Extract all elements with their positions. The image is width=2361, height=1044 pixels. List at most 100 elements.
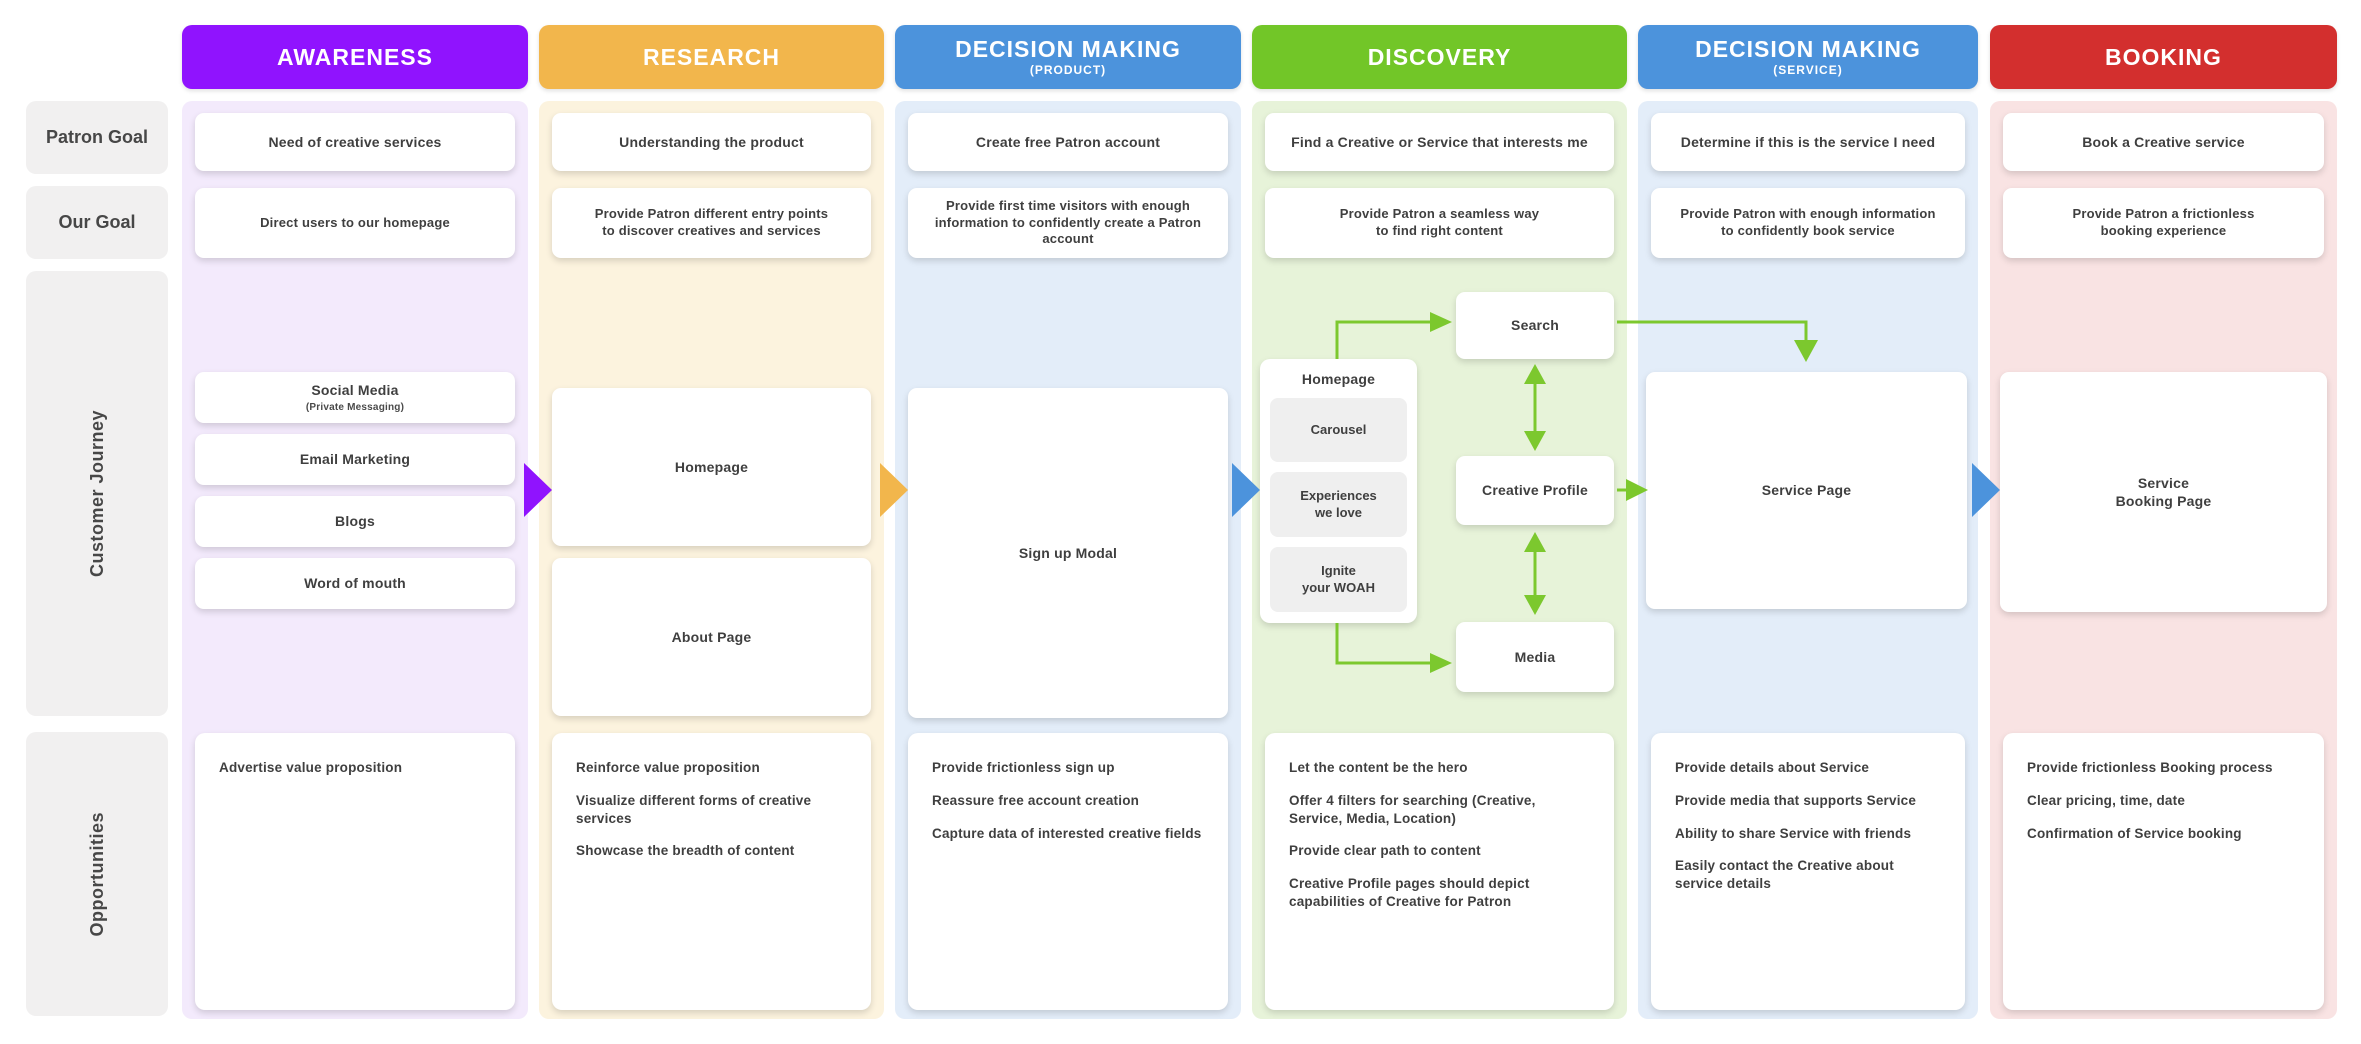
column-header-decision-making-service: DECISION MAKING (SERVICE) [1638, 25, 1978, 89]
column-booking: BOOKING Book a Creative service Provide … [1990, 0, 2337, 1044]
card-text: Creative Profile [1482, 482, 1588, 499]
card-subtext: (Private Messaging) [305, 401, 405, 413]
card-text: Ignite your WOAH [1302, 563, 1375, 595]
card-text: Provide Patron a seamless way to find ri… [1339, 206, 1540, 238]
opportunity-item: Showcase the breadth of content [576, 843, 795, 859]
column-header-discovery: DISCOVERY [1252, 25, 1627, 89]
column-title: RESEARCH [642, 43, 781, 70]
row-label-patron-goal: Patron Goal [26, 101, 168, 174]
card-text: Provide Patron with enough information t… [1680, 206, 1936, 238]
card-text: Carousel [1310, 421, 1367, 437]
card-text: Media [1514, 648, 1556, 665]
card-text: Understanding the product [619, 133, 804, 150]
row-label-text: Customer Journey [86, 409, 107, 578]
card-text: About Page [671, 628, 752, 645]
homepage-group-label: Homepage [1301, 371, 1376, 387]
column-title: DECISION MAKING [955, 35, 1181, 62]
card-text: Create free Patron account [975, 133, 1161, 150]
opportunity-item: Provide media that supports Service [1675, 792, 1917, 808]
column-header-booking: BOOKING [1990, 25, 2337, 89]
opportunities-card: Provide frictionless Booking process Cle… [2003, 733, 2324, 1010]
our-goal-card: Direct users to our homepage [195, 188, 515, 258]
opportunity-item: Reassure free account creation [932, 792, 1140, 808]
column-subtitle: (SERVICE) [1773, 63, 1843, 78]
card-text: Homepage [674, 458, 749, 475]
journey-node-homepage-group: Homepage Carousel Experiences we love Ig… [1260, 359, 1417, 623]
column-decision-making-service: DECISION MAKING (SERVICE) Determine if t… [1638, 0, 1978, 1044]
column-header-decision-making-product: DECISION MAKING (PRODUCT) [895, 25, 1241, 89]
opportunity-item: Provide frictionless Booking process [2027, 760, 2273, 775]
opportunity-item: Provide clear path to content [1289, 843, 1481, 859]
column-research: RESEARCH Understanding the product Provi… [539, 0, 884, 1044]
card-text: Experiences we love [1300, 488, 1377, 520]
opportunities-card: Reinforce value proposition Visualize di… [552, 733, 871, 1010]
card-text: Direct users to our homepage [260, 214, 450, 230]
our-goal-card: Provide Patron a frictionless booking ex… [2003, 188, 2324, 258]
opportunity-item: Advertise value proposition [219, 760, 403, 775]
opportunities-card: Let the content be the hero Offer 4 filt… [1265, 733, 1614, 1010]
our-goal-card: Provide Patron with enough information t… [1651, 188, 1965, 258]
card-text: Book a Creative service [2082, 133, 2245, 150]
row-label-text: Patron Goal [45, 127, 148, 147]
journey-card-email-marketing: Email Marketing [195, 434, 515, 485]
opportunity-item: Ability to share Service with friends [1675, 825, 1912, 841]
journey-node-search: Search [1456, 292, 1614, 359]
column-subtitle: (PRODUCT) [1029, 63, 1107, 78]
card-text: Sign up Modal [1018, 544, 1118, 561]
row-label-customer-journey: Customer Journey [26, 271, 168, 716]
patron-goal-card: Understanding the product [552, 113, 871, 171]
opportunity-item: Reinforce value proposition [576, 760, 760, 775]
column-header-awareness: AWARENESS [182, 25, 528, 89]
card-text: Service Page [1761, 482, 1852, 499]
opportunity-item: Confirmation of Service booking [2027, 825, 2242, 841]
opportunity-item: Capture data of interested creative fiel… [932, 825, 1202, 841]
row-label-text: Opportunities [86, 811, 107, 937]
journey-node-media: Media [1456, 622, 1614, 692]
our-goal-card: Provide first time visitors with enough … [908, 188, 1228, 258]
opportunities-card: Provide frictionless sign up Reassure fr… [908, 733, 1228, 1010]
opportunities-card: Provide details about Service Provide me… [1651, 733, 1965, 1010]
column-title: DISCOVERY [1367, 43, 1512, 70]
opportunity-item: Visualize different forms of creative se… [576, 792, 812, 826]
row-label-text: Our Goal [58, 212, 136, 232]
column-decision-making-product: DECISION MAKING (PRODUCT) Create free Pa… [895, 0, 1241, 1044]
card-text: Find a Creative or Service that interest… [1291, 133, 1588, 150]
journey-card-homepage: Homepage [552, 388, 871, 546]
patron-goal-card: Find a Creative or Service that interest… [1265, 113, 1614, 171]
card-text: Provide first time visitors with enough … [934, 197, 1202, 247]
journey-card-social-media: Social Media (Private Messaging) [195, 372, 515, 423]
opportunity-item: Provide frictionless sign up [932, 760, 1115, 775]
patron-goal-card: Create free Patron account [908, 113, 1228, 171]
card-text: Email Marketing [299, 451, 411, 468]
journey-card-about-page: About Page [552, 558, 871, 716]
opportunities-card: Advertise value proposition [195, 733, 515, 1010]
card-text: Word of mouth [304, 575, 406, 592]
column-discovery: DISCOVERY Find a Creative or Service tha… [1252, 0, 1627, 1044]
card-text: Provide Patron different entry points to… [594, 206, 829, 238]
journey-card-blogs: Blogs [195, 496, 515, 547]
homepage-item-experiences-we-love: Experiences we love [1270, 472, 1407, 537]
homepage-item-carousel: Carousel [1270, 398, 1407, 462]
patron-goal-card: Determine if this is the service I need [1651, 113, 1965, 171]
our-goal-card: Provide Patron a seamless way to find ri… [1265, 188, 1614, 258]
column-title: DECISION MAKING [1695, 35, 1921, 62]
opportunity-item: Creative Profile pages should depict cap… [1289, 876, 1530, 910]
opportunity-item: Let the content be the hero [1289, 760, 1468, 775]
card-text: Social Media [311, 382, 399, 399]
card-text: Determine if this is the service I need [1680, 133, 1936, 150]
column-title: BOOKING [2105, 43, 2222, 70]
opportunity-item: Clear pricing, time, date [2027, 792, 2186, 808]
journey-node-creative-profile: Creative Profile [1456, 456, 1614, 525]
journey-card-word-of-mouth: Word of mouth [195, 558, 515, 609]
opportunity-item: Offer 4 filters for searching (Creative,… [1289, 792, 1536, 826]
card-text: Service Booking Page [2115, 474, 2212, 509]
opportunity-item: Easily contact the Creative about servic… [1675, 858, 1894, 892]
journey-card-service-page: Service Page [1646, 372, 1967, 609]
card-text: Blogs [335, 513, 375, 530]
our-goal-card: Provide Patron different entry points to… [552, 188, 871, 258]
patron-goal-card: Need of creative services [195, 113, 515, 171]
card-text: Search [1511, 317, 1559, 334]
column-header-research: RESEARCH [539, 25, 884, 89]
opportunity-item: Provide details about Service [1675, 760, 1870, 775]
